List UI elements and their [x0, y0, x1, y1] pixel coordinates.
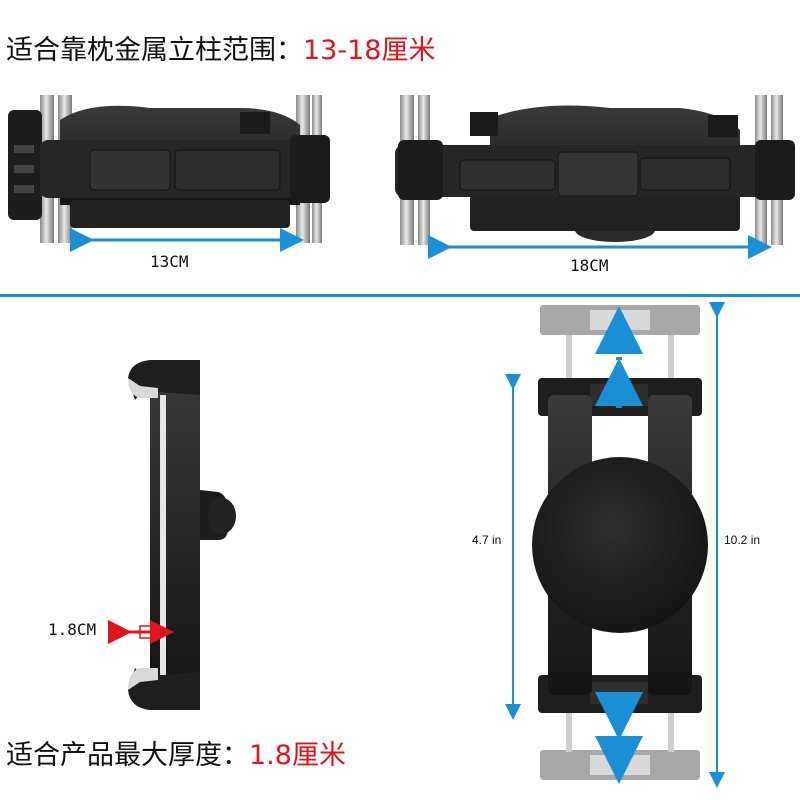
clamp-side-profile — [108, 360, 236, 710]
top-caption: 适合靠枕金属立柱范围：13-18厘米 — [6, 28, 435, 67]
bottom-caption-value: 1.8厘米 — [249, 740, 346, 771]
mount-wide — [395, 95, 795, 259]
clamp-front-view — [505, 302, 725, 788]
section-divider — [0, 294, 800, 297]
mount-narrow — [8, 95, 330, 252]
label-1-8cm: 1.8CM — [48, 620, 97, 639]
mount-disc — [532, 457, 708, 633]
label-closed-height: 4.7 in — [470, 533, 504, 547]
top-caption-label: 适合靠枕金属立柱范围： — [6, 35, 303, 66]
bottom-caption-label: 适合产品最大厚度： — [6, 740, 249, 771]
label-open-height: 10.2 in — [722, 533, 763, 547]
label-13cm: 13CM — [150, 252, 189, 271]
top-caption-value: 13-18厘米 — [303, 35, 436, 66]
bottom-caption: 适合产品最大厚度：1.8厘米 — [6, 733, 346, 772]
label-18cm: 18CM — [570, 256, 609, 275]
